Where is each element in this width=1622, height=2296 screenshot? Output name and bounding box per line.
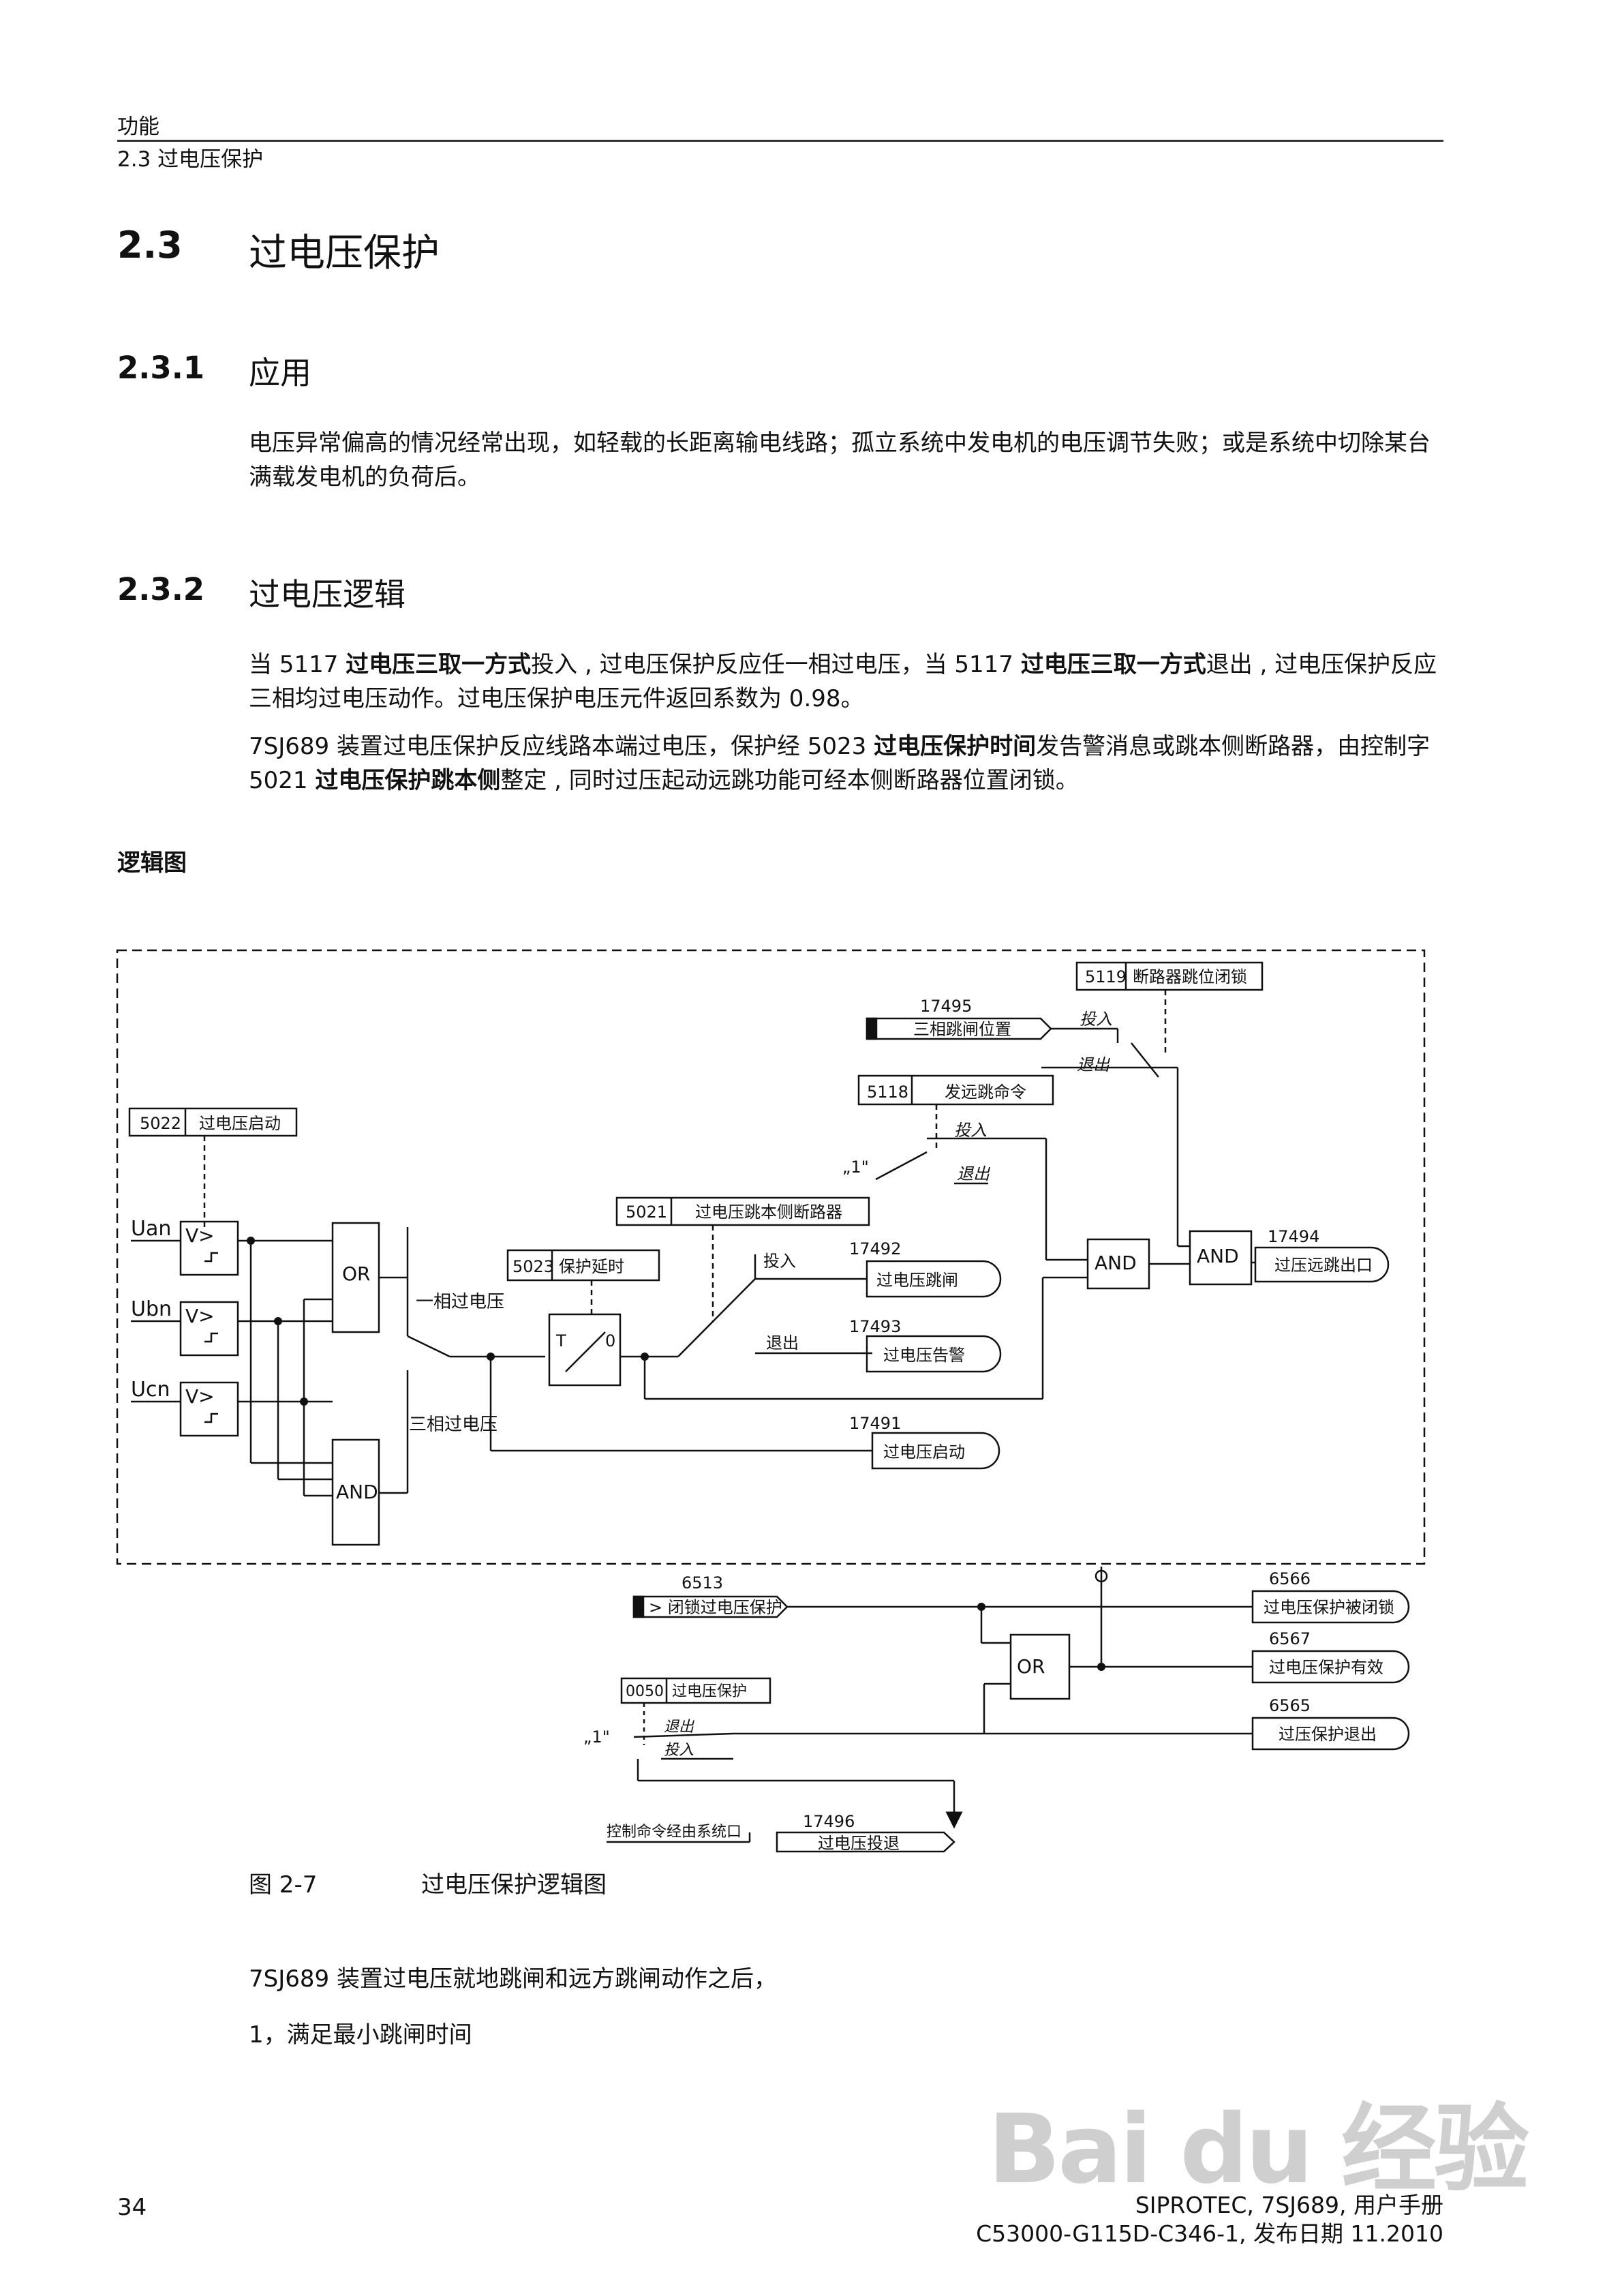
output-17491-label: 过电压启动 xyxy=(883,1442,965,1462)
setting-5022-label: 过电压启动 xyxy=(199,1114,281,1133)
subsection-number: 2.3.1 xyxy=(117,350,205,386)
page-number: 34 xyxy=(117,2194,147,2221)
output-17496-num: 17496 xyxy=(803,1812,855,1831)
setting-0050-label: 过电压保护 xyxy=(672,1683,747,1700)
setting-5021-label: 过电压跳本侧断路器 xyxy=(695,1203,842,1222)
output-6565-label: 过压保护退出 xyxy=(1279,1725,1377,1744)
setting-5118-num: 5118 xyxy=(867,1083,908,1102)
input-label-ubn: Ubn xyxy=(131,1297,172,1321)
paragraph-after-1: 7SJ689 装置过电压就地跳闸和远方跳闸动作之后， xyxy=(249,1965,777,1993)
switch-on-label: 投入 xyxy=(664,1742,694,1759)
footer-doc-number: C53000-G115D-C346-1, 发布日期 11.2010 xyxy=(976,2220,1443,2247)
switch-off-label: 退出 xyxy=(1077,1055,1111,1074)
switch-off-label: 退出 xyxy=(664,1719,694,1736)
input-6513-label: > 闭锁过电压保护 xyxy=(649,1598,782,1617)
comparator-label: V> xyxy=(185,1305,215,1327)
setting-5021-num: 5021 xyxy=(626,1203,667,1222)
switch-off-label: 退出 xyxy=(957,1164,991,1183)
watermark: Bai du 经验 xyxy=(988,2094,1529,2205)
subsection-title: 过电压逻辑 xyxy=(249,576,406,613)
setting-0050-num: 0050 xyxy=(626,1683,664,1700)
input-label-ucn: Ucn xyxy=(131,1378,170,1402)
input-17495-num: 17495 xyxy=(920,997,972,1016)
logic-diagram-label: 逻辑图 xyxy=(117,849,187,877)
running-header-chapter: 功能 xyxy=(117,115,159,139)
subsection-number: 2.3.2 xyxy=(117,571,205,607)
comparator-label: V> xyxy=(185,1385,215,1408)
switch-on-label: 投入 xyxy=(1080,1010,1112,1029)
input-label-uan: Uan xyxy=(131,1217,171,1241)
setting-5023-label: 保护延时 xyxy=(559,1257,624,1276)
switch-on-label: 投入 xyxy=(763,1252,796,1271)
input-6513-num: 6513 xyxy=(682,1573,723,1592)
header-rule xyxy=(117,140,1443,142)
output-6566-label: 过电压保护被闭锁 xyxy=(1264,1598,1394,1617)
paragraph-after-2: 1，满足最小跳闸时间 xyxy=(249,2021,472,2049)
output-17493-label: 过电压告警 xyxy=(883,1346,965,1365)
switch-off-label: 退出 xyxy=(766,1333,799,1353)
and-gate-label: AND xyxy=(1095,1252,1137,1274)
constant-one-label: „1" xyxy=(842,1158,869,1177)
input-17495-label: 三相跳闸位置 xyxy=(913,1020,1011,1039)
figure-number: 图 2-7 xyxy=(249,1871,318,1899)
running-header-section: 2.3 过电压保护 xyxy=(117,147,264,172)
output-6566-num: 6566 xyxy=(1269,1569,1311,1588)
and-gate-label: AND xyxy=(336,1481,378,1503)
paragraph-logic-2: 7SJ689 装置过电压保护反应线路本端过电压，保护经 5023 过电压保护时间… xyxy=(249,733,1430,794)
single-phase-label: 一相过电压 xyxy=(416,1292,504,1312)
output-17492-label: 过电压跳闸 xyxy=(876,1271,958,1290)
subsection-title: 应用 xyxy=(249,354,311,391)
constant-one-label: „1" xyxy=(583,1727,610,1747)
output-17493-num: 17493 xyxy=(849,1317,901,1336)
setting-5022-num: 5022 xyxy=(140,1114,181,1133)
setting-5119-label: 断路器跳位闭锁 xyxy=(1133,967,1247,986)
comparator-label: V> xyxy=(185,1224,215,1247)
footer-manual-title: SIPROTEC, 7SJ689, 用户手册 xyxy=(1135,2192,1443,2218)
figure-title: 过电压保护逻辑图 xyxy=(421,1871,607,1899)
paragraph-application: 电压异常偏高的情况经常出现，如轻载的长距离输电线路；孤立系统中发电机的电压调节失… xyxy=(249,429,1430,491)
output-17491-num: 17491 xyxy=(849,1414,901,1433)
setting-5118-label: 发远跳命令 xyxy=(945,1083,1026,1102)
setting-5023-num: 5023 xyxy=(512,1257,554,1276)
control-command-label: 控制命令经由系统口 xyxy=(607,1824,741,1841)
and-gate-label: AND xyxy=(1197,1245,1239,1267)
paragraph-logic-1: 当 5117 过电压三取一方式投入 , 过电压保护反应任一相过电压，当 5117… xyxy=(249,651,1437,712)
output-17494-num: 17494 xyxy=(1268,1227,1319,1246)
section-title: 过电压保护 xyxy=(249,231,440,275)
output-6567-label: 过电压保护有效 xyxy=(1269,1658,1383,1677)
setting-5119-num: 5119 xyxy=(1085,967,1127,986)
output-6567-num: 6567 xyxy=(1269,1629,1311,1648)
timer-t-label: T xyxy=(555,1331,566,1350)
output-17496-label: 过电压投退 xyxy=(818,1834,900,1853)
section-number: 2.3 xyxy=(117,224,183,267)
three-phase-label: 三相过电压 xyxy=(409,1415,498,1435)
output-6565-num: 6565 xyxy=(1269,1696,1311,1715)
or-gate-label: OR xyxy=(1017,1655,1045,1678)
or-gate-label: OR xyxy=(342,1263,371,1285)
timer-zero-label: 0 xyxy=(605,1331,615,1350)
figure-caption: 图 2-7 过电压保护逻辑图 xyxy=(249,1866,607,1899)
switch-on-label: 投入 xyxy=(954,1121,987,1140)
output-17492-num: 17492 xyxy=(849,1239,901,1258)
output-17494-label: 过压远跳出口 xyxy=(1274,1256,1373,1275)
